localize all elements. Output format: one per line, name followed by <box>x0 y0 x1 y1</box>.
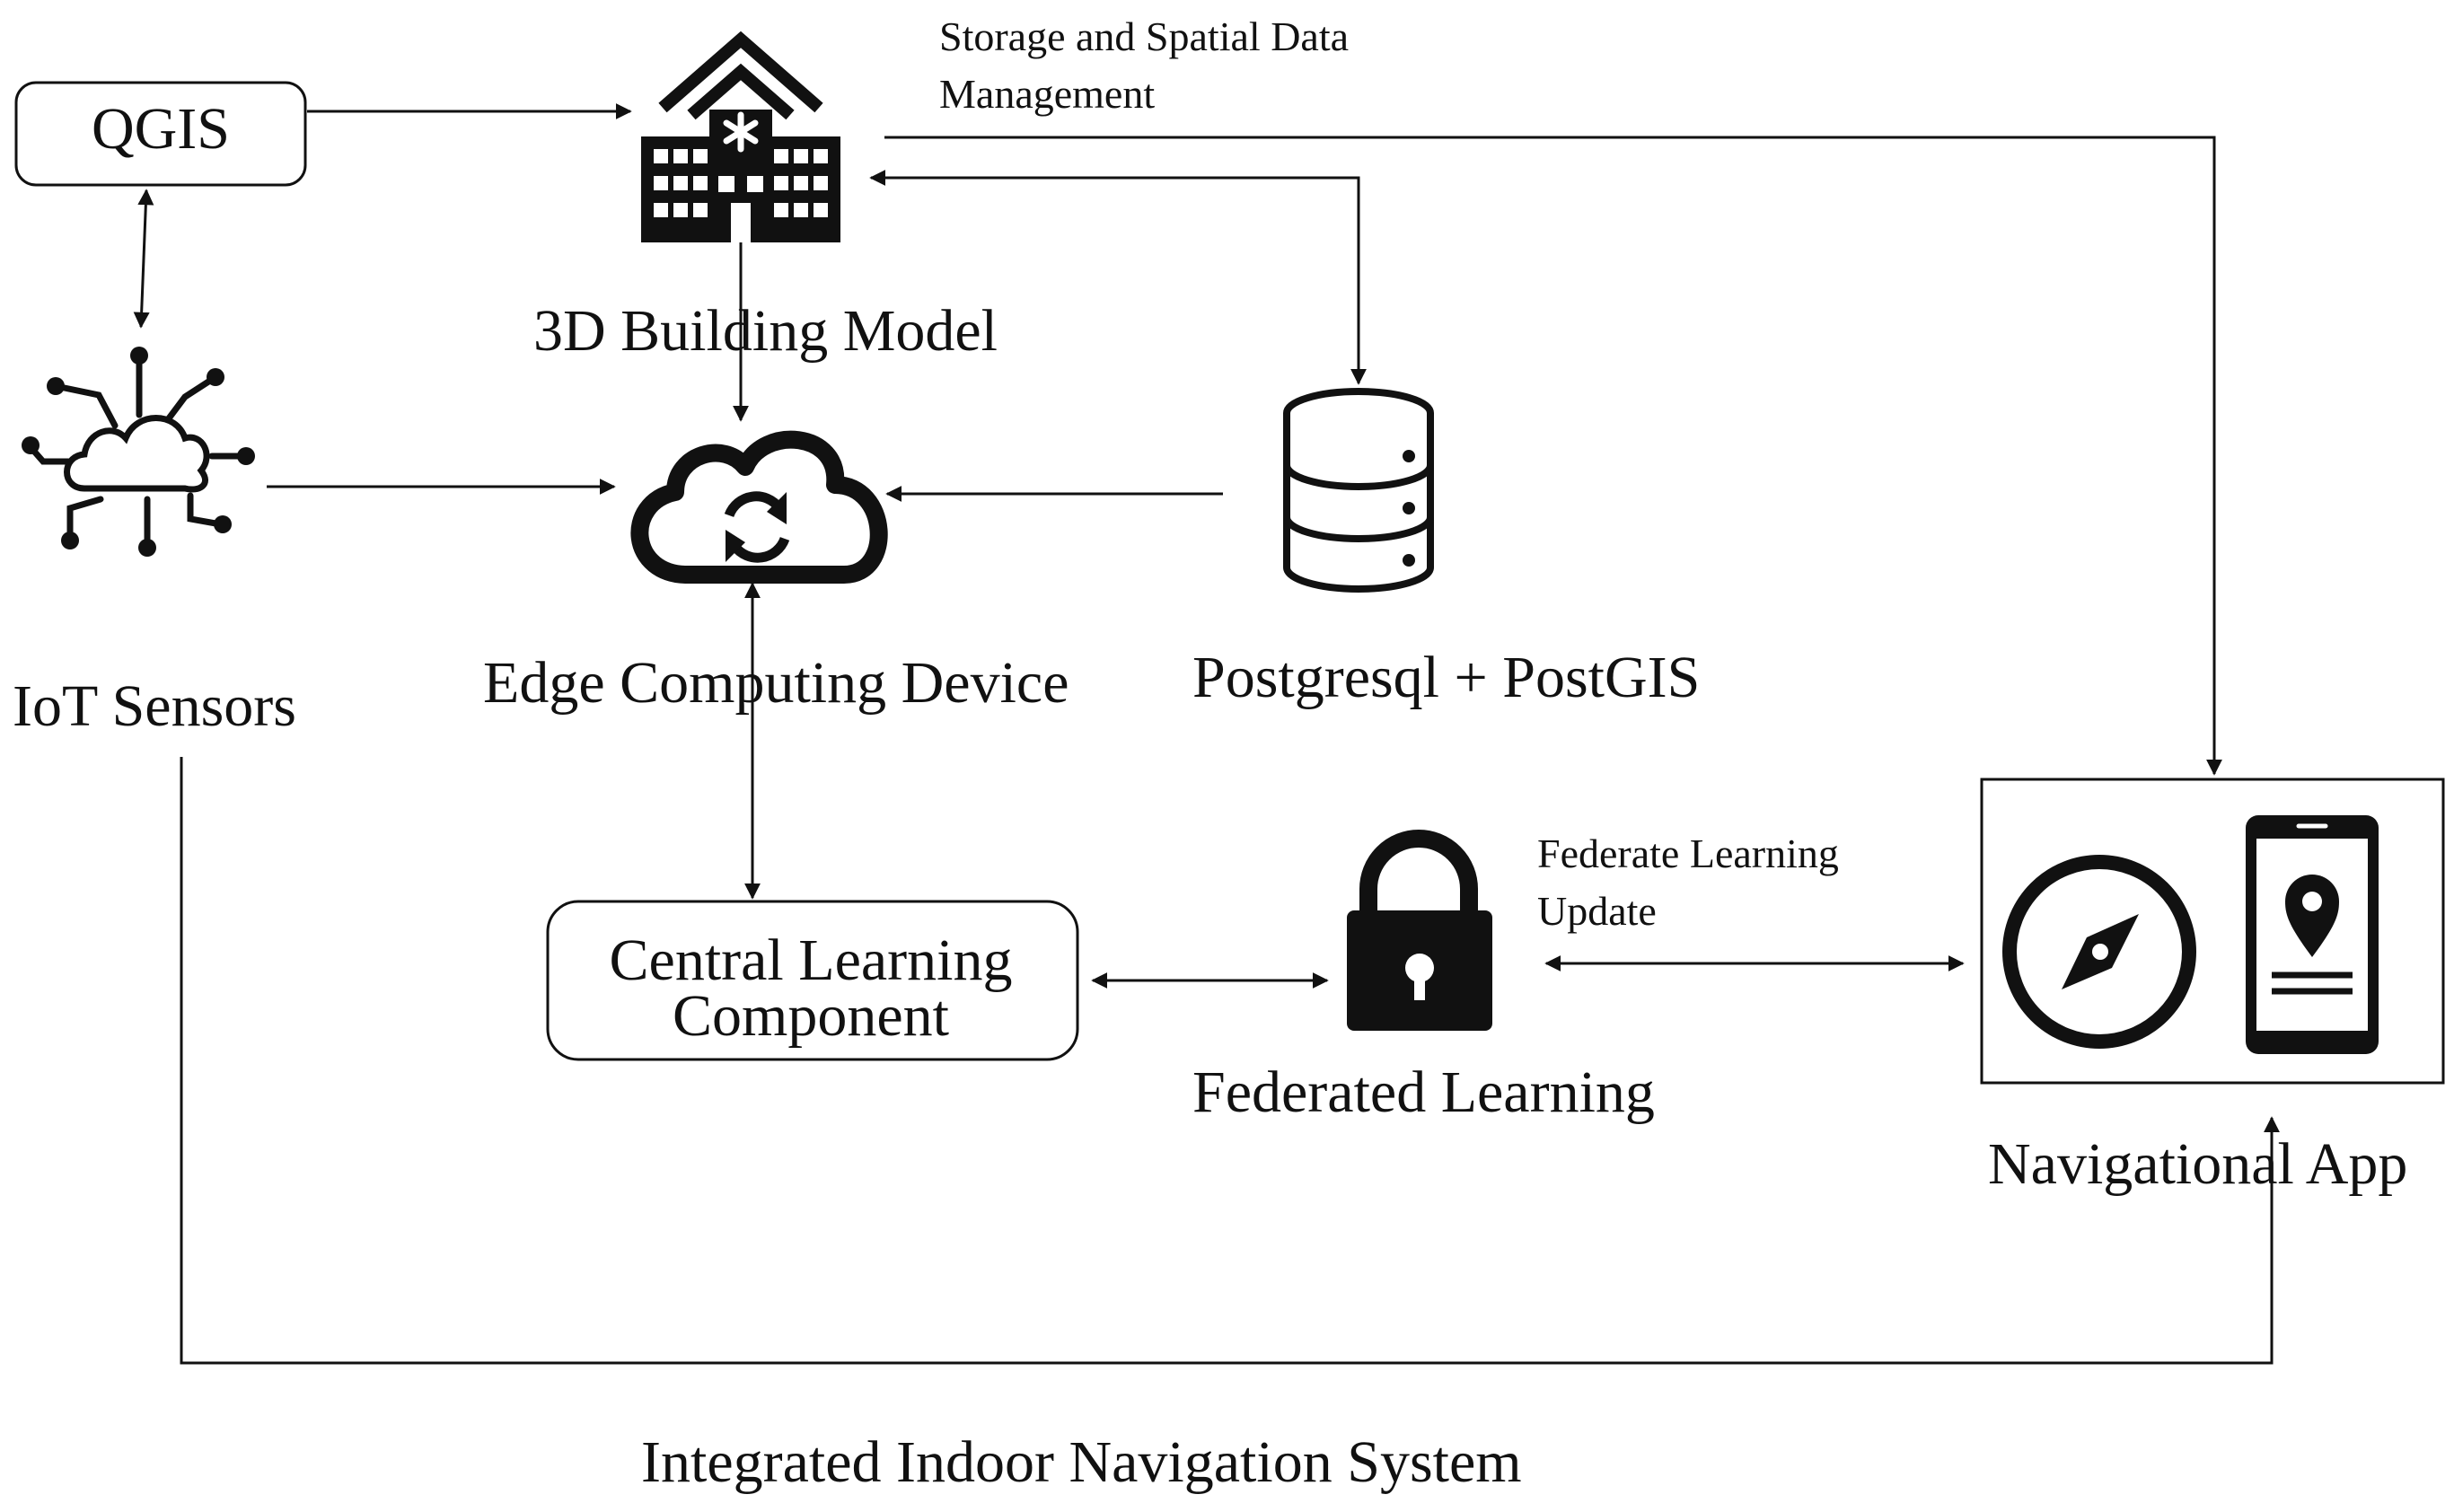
cloud-sync-icon <box>630 430 888 585</box>
arrow-db-building <box>869 170 1367 385</box>
central-label-line2: Component <box>673 983 949 1049</box>
fl-update-label-line2: Update <box>1537 888 1657 934</box>
padlock-icon <box>1347 830 1492 1031</box>
storage-label-line1: Storage and Spatial Data <box>939 13 1349 59</box>
cloud-network-icon-nodes <box>22 347 255 557</box>
system-title: Integrated Indoor Navigation System <box>641 1429 1522 1495</box>
db-label: Postgresql + PostGIS <box>1192 645 1700 710</box>
arrow-iot-to-nav-app <box>180 757 2280 1365</box>
storage-label-line2: Management <box>939 71 1155 117</box>
arrow-building-to-nav-app <box>884 136 2222 776</box>
cloud-network-icon <box>27 352 250 549</box>
qgis-box <box>14 81 307 187</box>
smartphone-location-icon <box>2246 815 2379 1054</box>
hospital-building-icon <box>641 31 840 242</box>
central-learning-box <box>546 900 1079 1061</box>
building-label: 3D Building Model <box>533 298 998 364</box>
qgis-label: QGIS <box>92 96 230 162</box>
edge-label: Edge Computing Device <box>483 650 1069 716</box>
iot-label: IoT Sensors <box>13 673 296 739</box>
arrow-qgis-iot <box>133 189 154 329</box>
nav-app-label: Navigational App <box>1988 1131 2407 1197</box>
compass-icon <box>2002 855 2196 1049</box>
fl-update-label-line1: Federate Learning <box>1537 831 1839 876</box>
database-icon-lights <box>1403 450 1415 567</box>
connectors <box>133 103 2280 1365</box>
federated-label: Federated Learning <box>1192 1059 1655 1125</box>
qgis-node: QGIS <box>14 81 307 187</box>
central-learning-node: Central Learning Component <box>546 900 1079 1061</box>
central-label-line1: Central Learning <box>610 927 1013 993</box>
database-icon <box>1283 388 1434 593</box>
nav-app-node <box>1980 778 2445 1085</box>
